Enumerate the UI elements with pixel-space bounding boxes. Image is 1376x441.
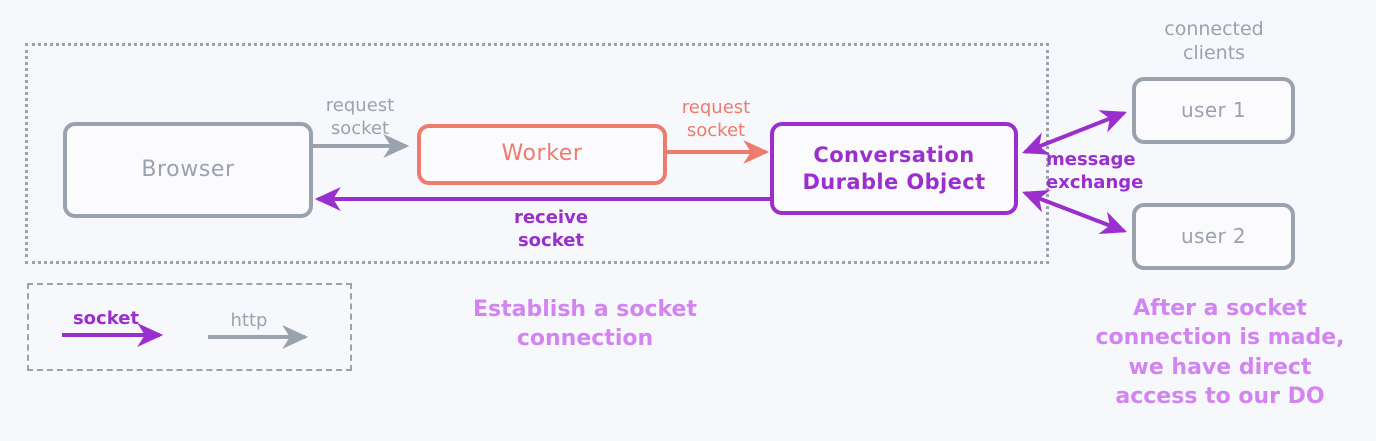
legend-group	[27, 283, 352, 371]
label-message-exchange: message exchange	[1046, 149, 1144, 193]
caption-after-socket-connection: After a socket connection is made, we ha…	[1095, 296, 1345, 409]
legend-label-socket: socket	[72, 308, 140, 329]
caption-establish-socket-connection: Establish a socket connection	[473, 297, 697, 352]
label-receive-socket: receive socket	[513, 207, 589, 251]
label-request-socket-worker-do: request socket	[681, 97, 751, 141]
label-request-socket-browser-worker: request socket	[325, 95, 395, 139]
label-connected-clients: connected clients	[1164, 18, 1264, 64]
node-user-1[interactable]: user 1	[1132, 77, 1295, 144]
node-worker[interactable]: Worker	[417, 124, 667, 185]
node-user-2[interactable]: user 2	[1132, 203, 1295, 270]
node-conversation-durable-object[interactable]: Conversation Durable Object	[770, 122, 1018, 215]
legend-label-http: http	[230, 310, 268, 331]
node-browser[interactable]: Browser	[63, 122, 313, 218]
